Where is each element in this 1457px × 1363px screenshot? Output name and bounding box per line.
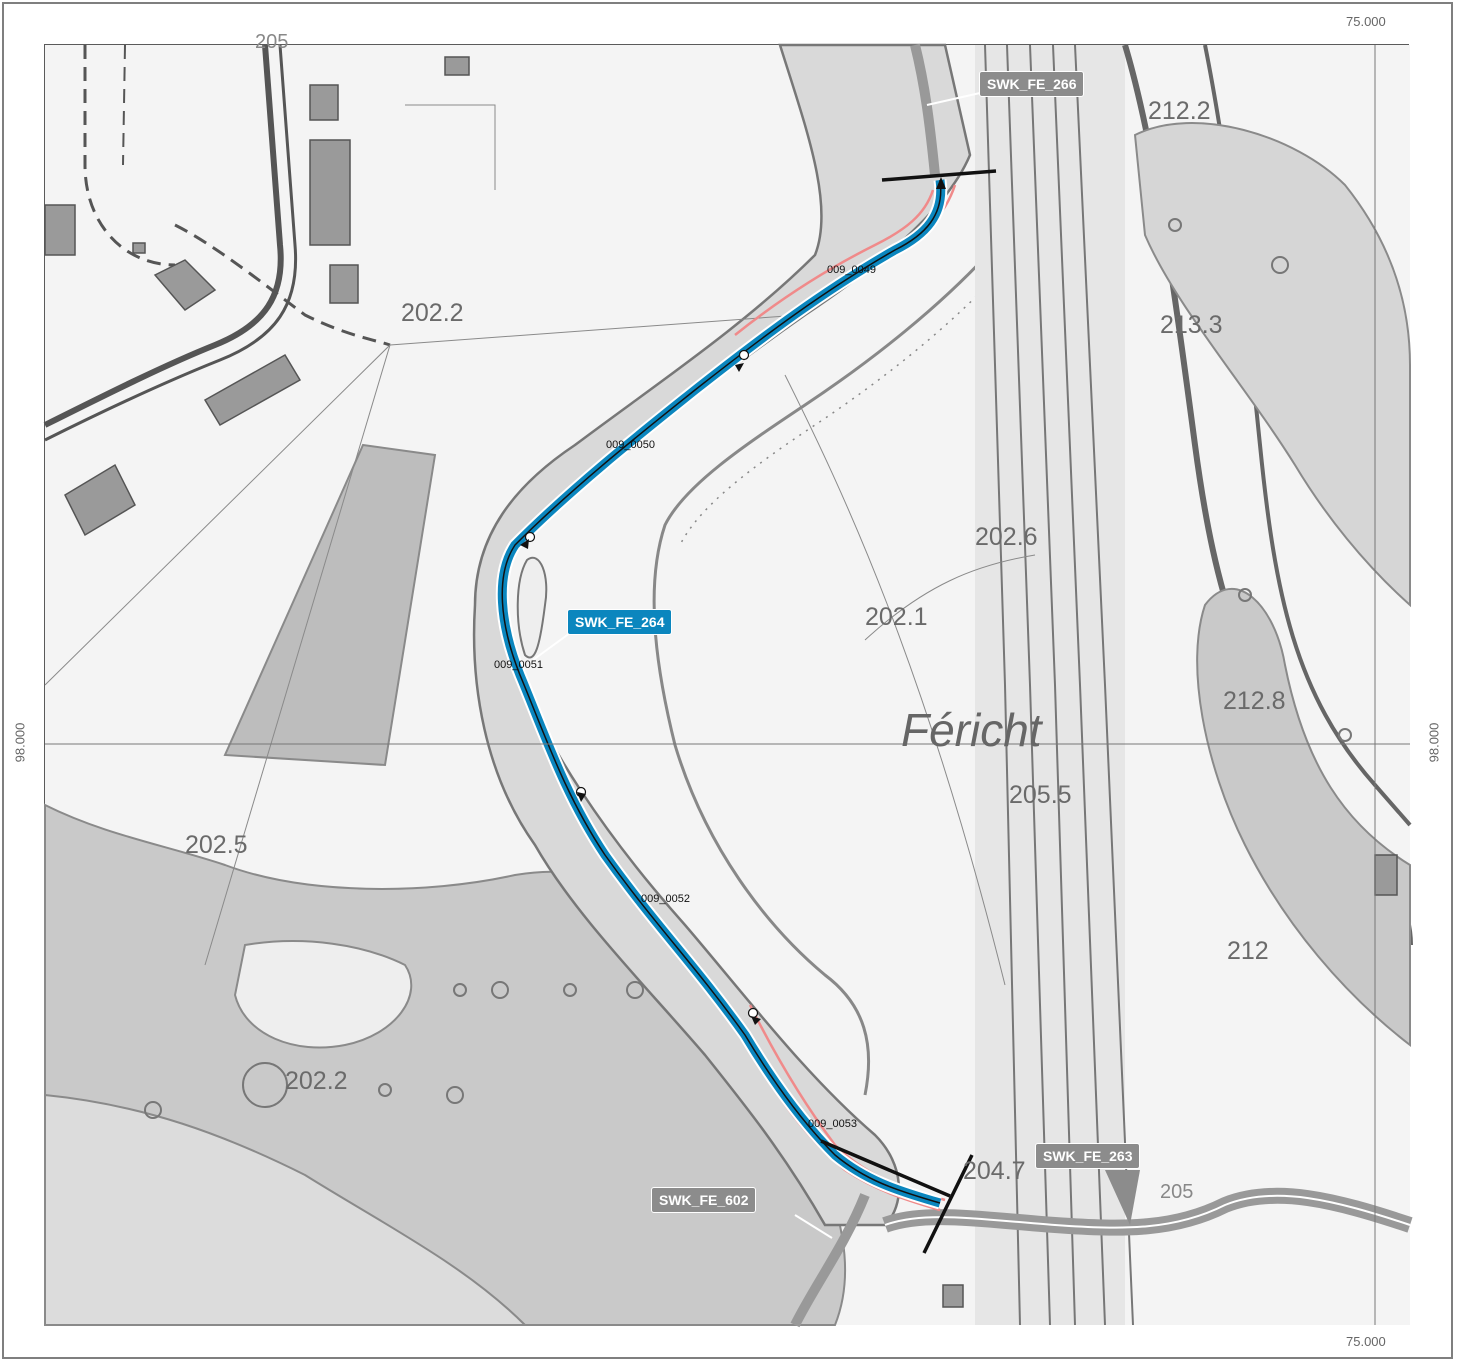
- spot-height: 205: [255, 31, 289, 53]
- callout-pointer-263: [1105, 1170, 1140, 1225]
- spot-height: 212.2: [1148, 97, 1211, 125]
- coord-bottom-right: 75.000: [1346, 1334, 1386, 1349]
- island-inner: [516, 556, 548, 659]
- road-sw: [790, 1193, 870, 1328]
- spot-height: 213.3: [1160, 311, 1223, 339]
- segment-label[interactable]: 009_0051: [494, 659, 543, 671]
- callout-leaders: [532, 92, 981, 1239]
- map-frame[interactable]: 202.2 212.2 213.3 202.6 202.1 212.8 205.…: [43, 31, 1413, 1328]
- path-dashed-1: [83, 45, 176, 267]
- spot-height: 202.1: [865, 603, 928, 631]
- railway-lines: [984, 44, 1134, 1326]
- road-west-outer: [43, 44, 284, 428]
- spot-height: 202.6: [975, 523, 1038, 551]
- section-callout-263[interactable]: SWK_FE_263: [1035, 1143, 1141, 1169]
- base-map[interactable]: [43, 43, 1413, 1328]
- segment-label[interactable]: 009_0052: [641, 893, 690, 905]
- forest-lower-strip: [44, 1093, 528, 1326]
- east-forest: [1196, 588, 1411, 1048]
- segment-label[interactable]: 009_0053: [808, 1118, 857, 1130]
- floodplain-east-edge-2: [679, 254, 1016, 546]
- coord-right: 98.000: [1426, 722, 1442, 763]
- buildings: [44, 56, 1398, 1308]
- place-name-label: Féricht: [901, 704, 1042, 756]
- clearing: [233, 940, 413, 1049]
- buffer-north-2: [734, 189, 935, 336]
- forest-parcel: [223, 443, 437, 767]
- section-boundaries: [820, 169, 997, 1254]
- spot-height: 202.5: [185, 831, 248, 859]
- section-callout-602[interactable]: SWK_FE_602: [651, 1187, 757, 1213]
- spot-height: 202.2: [401, 299, 464, 327]
- section-callout-264[interactable]: SWK_FE_264: [567, 609, 673, 635]
- road-west-inner: [44, 44, 298, 442]
- segment-label[interactable]: 009_0050: [606, 439, 655, 451]
- stream-centerline: [501, 179, 942, 1204]
- south-road-core: [884, 1194, 1411, 1229]
- parcel-lines: [44, 104, 1036, 986]
- spot-height: 212: [1227, 937, 1269, 965]
- spot-height: 205.5: [1009, 781, 1072, 809]
- spot-height: 202.2: [285, 1067, 348, 1095]
- spot-height: 205: [1160, 1181, 1194, 1203]
- path-dashed-3: [122, 44, 126, 166]
- north-channel: [910, 43, 940, 176]
- coord-top-right: 75.000: [1346, 14, 1386, 29]
- map-symbols: [144, 218, 1352, 1119]
- segment-label[interactable]: 009_0049: [827, 264, 876, 276]
- flow-arrows: [520, 177, 946, 1025]
- section-callout-266[interactable]: SWK_FE_266: [979, 71, 1085, 97]
- path-dashed-2: [174, 223, 391, 347]
- east-forest-north: [1133, 122, 1411, 608]
- railway-corridor: [975, 45, 1125, 1325]
- spot-height: 204.7: [963, 1157, 1026, 1185]
- coord-left: 98.000: [12, 722, 28, 763]
- spot-height: 212.8: [1223, 687, 1286, 715]
